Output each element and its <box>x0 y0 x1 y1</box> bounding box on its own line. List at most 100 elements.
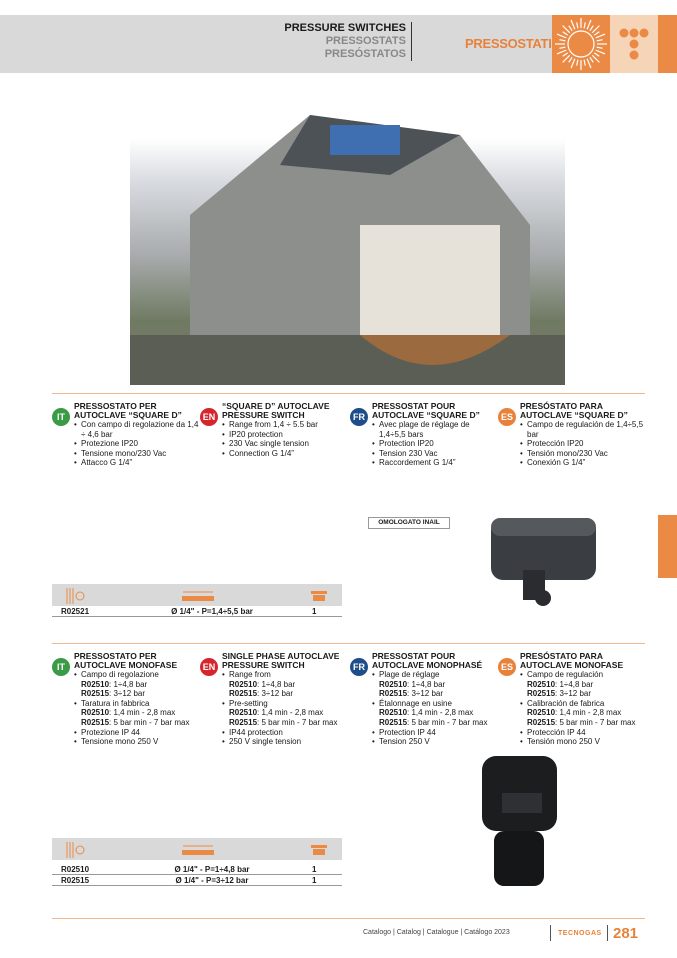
product-code: R02510 <box>229 708 258 718</box>
spec-value: : 1,4 min - 2,8 max <box>407 708 474 718</box>
description-title: “SQUARE D” AUTOCLAVE PRESSURE SWITCH <box>222 401 330 420</box>
barcode-search-icon <box>66 842 88 858</box>
spec-value: : 1÷4,8 bar <box>257 679 296 689</box>
spec-value: : 1,4 min - 2,8 max <box>257 708 324 718</box>
spec-value: : 5 bar min - 7 bar max <box>257 717 338 727</box>
feature-label: Range from <box>229 670 271 679</box>
feature-item: Conexión G 1/4” <box>520 458 646 468</box>
table-header <box>52 838 342 860</box>
feature-item: Tensione mono/230 Vac <box>74 449 200 459</box>
description-it: IT PRESSOSTATO PER AUTOCLAVE MONOFASE Ca… <box>52 652 200 747</box>
feature-item: Tensione mono 250 V <box>74 737 200 747</box>
table-header <box>52 584 342 606</box>
language-badge: ES <box>498 408 516 426</box>
feature-item: 250 V single tension <box>222 737 348 747</box>
language-badge: EN <box>200 408 218 426</box>
product-code: R02510 <box>379 679 408 689</box>
square-d-pressure-switch-photo <box>483 510 601 610</box>
feature-item: Tension 250 V <box>372 737 498 747</box>
package-box-icon <box>310 588 328 602</box>
spec-value: : 1÷4,8 bar <box>407 679 446 689</box>
description-fr: FR PRESSOSTAT POUR AUTOCLAVE MONOPHASÉ P… <box>350 652 498 747</box>
category-label: PRESSOSTATI <box>465 36 552 51</box>
dimension-ruler-icon <box>182 588 214 602</box>
description-title: PRESSOSTAT POUR AUTOCLAVE MONOPHASÉ <box>372 651 483 670</box>
pack-quantity: 1 <box>312 876 317 885</box>
feature-item: Protection IP 44 <box>372 728 498 738</box>
spec-value: : 3÷12 bar <box>555 689 591 699</box>
spec-value: : 1÷4,8 bar <box>555 679 594 689</box>
language-badge: FR <box>350 408 368 426</box>
feature-item: Protezione IP20 <box>74 439 200 449</box>
feature-item: Protection IP20 <box>372 439 498 449</box>
section-divider <box>52 643 645 644</box>
language-badge: IT <box>52 408 70 426</box>
sun-icon <box>552 15 610 73</box>
description-it: IT PRESSOSTATO PER AUTOCLAVE “SQUARE D”C… <box>52 402 200 468</box>
title-es: PRESÓSTATOS <box>324 48 406 60</box>
product-description: Ø 1/4" - P=1,4÷5,5 bar <box>171 607 253 616</box>
feature-item: Connection G 1/4” <box>222 449 348 459</box>
description-title: PRESSOSTAT POUR AUTOCLAVE “SQUARE D” <box>372 401 480 420</box>
description-title: PRESSOSTATO PER AUTOCLAVE MONOFASE <box>74 651 178 670</box>
product-description: Ø 1/4" - P=1÷4,8 bar <box>174 865 250 874</box>
product-code: R02515 <box>527 717 556 727</box>
feature-item: IP20 protection <box>222 430 348 440</box>
feature-item: Attacco G 1/4” <box>74 458 200 468</box>
feature-label: Plage de réglage <box>379 670 440 679</box>
feature-label: Campo di regolazione <box>81 670 159 679</box>
inail-approval-label: OMOLOGATO INAIL <box>368 517 450 529</box>
language-badge: ES <box>498 658 516 676</box>
product-code: R02515 <box>229 689 258 699</box>
feature-item: Tensión mono/230 Vac <box>520 449 646 459</box>
dimension-ruler-icon <box>182 842 214 856</box>
feature-item: Protección IP 44 <box>520 728 646 738</box>
header-accent <box>658 15 677 73</box>
feature-label: Étalonnage en usine <box>379 698 452 708</box>
footer-brand: TECNOGAS <box>558 930 602 937</box>
feature-label: Calibración de fabrica <box>527 698 605 708</box>
description-en: EN “SQUARE D” AUTOCLAVE PRESSURE SWITCHR… <box>200 402 348 458</box>
product-code: R02515 <box>527 689 556 699</box>
footer-separator <box>607 925 608 941</box>
spec-value: : 3÷12 bar <box>109 689 145 699</box>
product-code: R02521 <box>61 607 90 616</box>
product-code: R02510 <box>379 708 408 718</box>
title-en: PRESSURE SWITCHES <box>284 22 406 34</box>
barcode-search-icon <box>66 588 88 604</box>
spec-value: : 3÷12 bar <box>257 689 293 699</box>
feature-item: Raccordement G 1/4” <box>372 458 498 468</box>
product-code: R02515 <box>379 689 408 699</box>
spec-value: : 5 bar min - 7 bar max <box>109 717 190 727</box>
package-box-icon <box>310 842 328 856</box>
feature-item: 230 Vac single tension <box>222 439 348 449</box>
spec-value: : 3÷12 bar <box>407 689 443 699</box>
feature-item: Protezione IP 44 <box>74 728 200 738</box>
product-code: R02510 <box>229 679 258 689</box>
table-row: R02521 Ø 1/4" - P=1,4÷5,5 bar 1 <box>52 606 342 617</box>
product-code: R02515 <box>379 717 408 727</box>
feature-item: Tension 230 Vac <box>372 449 498 459</box>
description-title: PRESÓSTATO PARA AUTOCLAVE “SQUARE D” <box>520 401 628 420</box>
description-es: ES PRESÓSTATO PARA AUTOCLAVE “SQUARE D”C… <box>498 402 646 468</box>
feature-item: Avec plage de réglage de 1,4÷5,5 bars <box>372 420 498 439</box>
pack-quantity: 1 <box>312 607 317 616</box>
header-titles: PRESSURE SWITCHES PRESSOSTATS PRESÓSTATO… <box>284 22 412 61</box>
product-table-1: R02521 Ø 1/4" - P=1,4÷5,5 bar 1 <box>52 584 342 617</box>
spec-value: : 5 bar min - 7 bar max <box>555 717 636 727</box>
feature-item: Tensión mono 250 V <box>520 737 646 747</box>
feature-item: Campo de regulación de 1,4÷5,5 bar <box>520 420 646 439</box>
footer-catalog-text: Catalogo | Catalog | Catalogue | Catálog… <box>363 929 510 936</box>
pack-quantity: 1 <box>312 865 317 874</box>
table-row: R02510 Ø 1/4" - P=1÷4,8 bar 1 <box>52 864 342 875</box>
feature-item: IP44 protection <box>222 728 348 738</box>
product-code: R02510 <box>61 865 90 874</box>
feature-label: Campo de regulación <box>527 670 604 679</box>
feature-item: Range from 1,4 ÷ 5.5 bar <box>222 420 348 430</box>
